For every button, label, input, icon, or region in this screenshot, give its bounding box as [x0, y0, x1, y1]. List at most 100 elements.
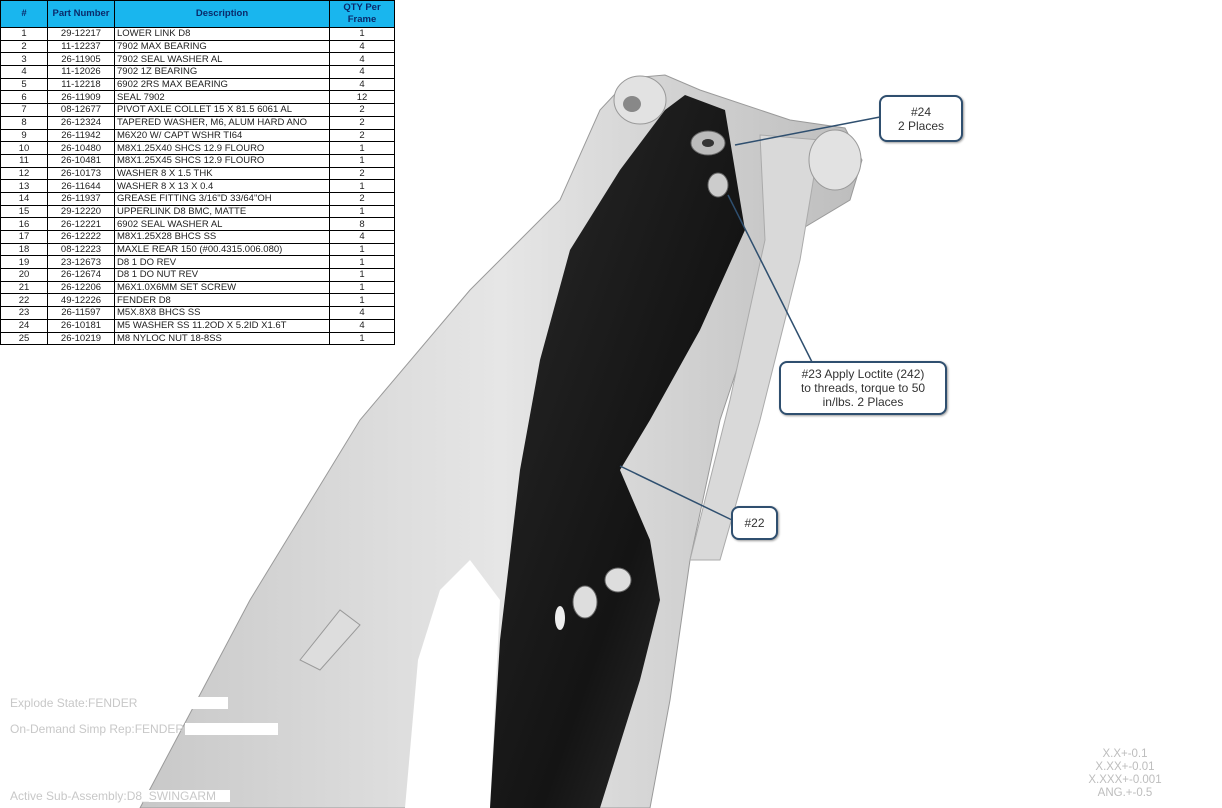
part-number: 29-12217: [47, 27, 115, 41]
part-number: 26-11937: [47, 191, 115, 206]
explode-state: Explode State:FENDER: [10, 696, 138, 710]
part-number: 26-10481: [47, 153, 115, 168]
quantity: 4: [329, 65, 395, 79]
item-number: 8: [0, 115, 48, 130]
item-number: 12: [0, 166, 48, 181]
item-number: 16: [0, 217, 48, 231]
item-number: 10: [0, 141, 48, 155]
item-number: 17: [0, 230, 48, 244]
part-number: 26-12674: [47, 268, 115, 282]
frame-gap: [405, 560, 500, 808]
header-qty: QTY Per Frame: [329, 0, 395, 28]
tolerance-3: X.XXX+-0.001: [1088, 774, 1162, 786]
header-number: #: [0, 0, 48, 28]
tolerance-1: X.X+-0.1: [1102, 748, 1148, 760]
quantity: 1: [329, 179, 395, 193]
description: UPPERLINK D8 BMC, MATTE: [114, 204, 330, 219]
quantity: 4: [329, 39, 395, 54]
description: 7902 MAX BEARING: [114, 39, 330, 54]
header-part-number: Part Number: [47, 0, 115, 28]
pivot-hole: [623, 96, 641, 112]
item-number: 20: [0, 268, 48, 282]
quantity: 12: [329, 90, 395, 105]
pivot-boss: [613, 75, 667, 125]
part-number: 08-12677: [47, 103, 115, 117]
screw: [604, 567, 632, 593]
washer: [572, 585, 598, 619]
description: M6X20 W/ CAPT WSHR TI64: [114, 128, 330, 143]
item-number: 15: [0, 204, 48, 219]
description: M6X1.0X6MM SET SCREW: [114, 280, 330, 295]
quantity: 1: [329, 153, 395, 168]
description: M8X1.25X45 SHCS 12.9 FLOURO: [114, 153, 330, 168]
quantity: 1: [329, 242, 395, 257]
quantity: 4: [329, 52, 395, 67]
leader-23: [727, 194, 813, 363]
washer-hole: [702, 139, 714, 147]
frame-rail: [689, 134, 821, 561]
quantity: 1: [329, 141, 395, 155]
leader-22: [619, 465, 733, 521]
description: 6902 2RS MAX BEARING: [114, 77, 330, 92]
frame-tab: [299, 609, 361, 671]
quantity: 1: [329, 293, 395, 308]
hole: [555, 606, 565, 630]
part-number: 26-11644: [47, 179, 115, 193]
part-number: 26-11905: [47, 52, 115, 67]
callout-24: #24 2 Places: [879, 95, 963, 142]
active-subassembly: Active Sub-Assembly:D8_SWINGARM: [10, 789, 217, 803]
tolerance-block: X.X+-0.1 X.XX+-0.01 X.XXX+-0.001 ANG.+-0…: [1080, 748, 1170, 800]
item-number: 14: [0, 191, 48, 206]
quantity: 2: [329, 128, 395, 143]
state-bar: [135, 697, 228, 709]
quantity: 4: [329, 230, 395, 244]
screw: [707, 172, 729, 198]
quantity: 1: [329, 280, 395, 295]
part-number: 26-12324: [47, 115, 115, 130]
item-number: 11: [0, 153, 48, 168]
quantity: 2: [329, 166, 395, 181]
description: PIVOT AXLE COLLET 15 X 81.5 6061 AL: [114, 103, 330, 117]
callout-24-line1: #24: [910, 104, 932, 119]
quantity: 2: [329, 115, 395, 130]
part-number: 29-12220: [47, 204, 115, 219]
description: 7902 SEAL WASHER AL: [114, 52, 330, 67]
quantity: 1: [329, 268, 395, 282]
description: M8 NYLOC NUT 18-8SS: [114, 331, 330, 346]
item-number: 23: [0, 306, 48, 320]
item-number: 7: [0, 103, 48, 117]
description: WASHER 8 X 13 X 0.4: [114, 179, 330, 193]
quantity: 2: [329, 191, 395, 206]
part-number: 26-10181: [47, 318, 115, 333]
description: 6902 SEAL WASHER AL: [114, 217, 330, 231]
item-number: 4: [0, 65, 48, 79]
quantity: 1: [329, 204, 395, 219]
item-number: 6: [0, 90, 48, 105]
callout-22-line1: #22: [744, 516, 765, 530]
callout-23-line1: #23 Apply Loctite (242): [801, 367, 925, 381]
item-number: 3: [0, 52, 48, 67]
leader-24: [734, 116, 881, 146]
quantity: 1: [329, 27, 395, 41]
description: M8X1.25X28 BHCS SS: [114, 230, 330, 244]
part-number: 26-11909: [47, 90, 115, 105]
part-number: 11-12026: [47, 65, 115, 79]
item-number: 25: [0, 331, 48, 346]
bill-of-materials: # Part Number Description QTY Per Frame …: [0, 0, 395, 346]
item-number: 1: [0, 27, 48, 41]
fender: [490, 95, 745, 808]
item-number: 2: [0, 39, 48, 54]
